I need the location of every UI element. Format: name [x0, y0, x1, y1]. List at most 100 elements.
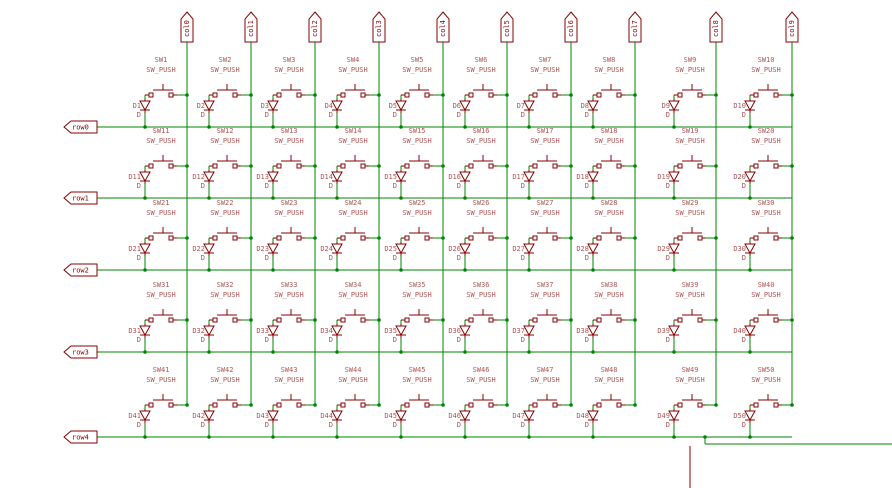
switch-SW33[interactable] [273, 309, 305, 323]
diode-D1[interactable] [139, 99, 151, 113]
diode-D9[interactable] [668, 99, 680, 113]
col-label-text[interactable]: col5 [503, 20, 511, 37]
diode-ref[interactable]: D11 [128, 173, 141, 181]
switch-value[interactable]: SW_PUSH [594, 376, 624, 384]
diode-value[interactable]: D [742, 111, 746, 119]
switch-SW23[interactable] [273, 227, 305, 241]
diode-D16[interactable] [459, 170, 471, 184]
diode-D10[interactable] [744, 99, 756, 113]
diode-D17[interactable] [523, 170, 535, 184]
switch-value[interactable]: SW_PUSH [466, 137, 496, 145]
diode-D4[interactable] [331, 99, 343, 113]
diode-ref[interactable]: D7 [517, 102, 525, 110]
diode-value[interactable]: D [393, 111, 397, 119]
diode-value[interactable]: D [265, 254, 269, 262]
switch-SW45[interactable] [401, 394, 433, 408]
hier-label-col0[interactable]: col0 [180, 11, 194, 43]
switch-value[interactable]: SW_PUSH [338, 209, 368, 217]
switch-SW25[interactable] [401, 227, 433, 241]
switch-SW16[interactable] [465, 155, 497, 169]
switch-ref[interactable]: SW10 [758, 56, 775, 64]
switch-value[interactable]: SW_PUSH [530, 291, 560, 299]
switch-ref[interactable]: SW27 [537, 199, 554, 207]
diode-value[interactable]: D [585, 336, 589, 344]
switch-ref[interactable]: SW44 [345, 366, 362, 374]
diode-D40[interactable] [744, 324, 756, 338]
diode-ref[interactable]: D6 [453, 102, 461, 110]
diode-D33[interactable] [267, 324, 279, 338]
switch-value[interactable]: SW_PUSH [675, 376, 705, 384]
diode-value[interactable]: D [393, 254, 397, 262]
diode-value[interactable]: D [137, 254, 141, 262]
switch-value[interactable]: SW_PUSH [594, 209, 624, 217]
diode-ref[interactable]: D48 [576, 412, 589, 420]
switch-value[interactable]: SW_PUSH [530, 209, 560, 217]
diode-D12[interactable] [203, 170, 215, 184]
diode-ref[interactable]: D22 [192, 245, 205, 253]
diode-D20[interactable] [744, 170, 756, 184]
diode-ref[interactable]: D37 [512, 327, 525, 335]
diode-D24[interactable] [331, 242, 343, 256]
switch-value[interactable]: SW_PUSH [210, 376, 240, 384]
col-label-text[interactable]: col6 [567, 20, 575, 37]
diode-D3[interactable] [267, 99, 279, 113]
diode-ref[interactable]: D16 [448, 173, 461, 181]
diode-ref[interactable]: D4 [325, 102, 333, 110]
diode-ref[interactable]: D21 [128, 245, 141, 253]
switch-value[interactable]: SW_PUSH [274, 137, 304, 145]
diode-ref[interactable]: D26 [448, 245, 461, 253]
hier-label-col2[interactable]: col2 [308, 11, 322, 43]
switch-ref[interactable]: SW42 [217, 366, 234, 374]
switch-SW44[interactable] [337, 394, 369, 408]
diode-value[interactable]: D [666, 336, 670, 344]
diode-D43[interactable] [267, 409, 279, 423]
diode-ref[interactable]: D12 [192, 173, 205, 181]
switch-ref[interactable]: SW47 [537, 366, 554, 374]
switch-ref[interactable]: SW9 [684, 56, 697, 64]
diode-ref[interactable]: D15 [384, 173, 397, 181]
switch-SW29[interactable] [674, 227, 706, 241]
diode-D11[interactable] [139, 170, 151, 184]
diode-D36[interactable] [459, 324, 471, 338]
diode-value[interactable]: D [137, 421, 141, 429]
diode-value[interactable]: D [521, 182, 525, 190]
diode-ref[interactable]: D5 [389, 102, 397, 110]
diode-D48[interactable] [587, 409, 599, 423]
switch-value[interactable]: SW_PUSH [751, 66, 781, 74]
diode-value[interactable]: D [742, 336, 746, 344]
switch-SW20[interactable] [750, 155, 782, 169]
diode-D2[interactable] [203, 99, 215, 113]
diode-value[interactable]: D [585, 421, 589, 429]
switch-ref[interactable]: SW12 [217, 127, 234, 135]
switch-ref[interactable]: SW23 [281, 199, 298, 207]
switch-ref[interactable]: SW4 [347, 56, 360, 64]
switch-ref[interactable]: SW41 [153, 366, 170, 374]
col-label-text[interactable]: col9 [788, 20, 796, 37]
col-label-text[interactable]: col7 [631, 20, 639, 37]
diode-ref[interactable]: D44 [320, 412, 333, 420]
switch-value[interactable]: SW_PUSH [594, 137, 624, 145]
switch-ref[interactable]: SW36 [473, 281, 490, 289]
hier-label-row2[interactable]: row2 [63, 263, 98, 277]
diode-D41[interactable] [139, 409, 151, 423]
diode-ref[interactable]: D32 [192, 327, 205, 335]
switch-ref[interactable]: SW13 [281, 127, 298, 135]
diode-value[interactable]: D [521, 254, 525, 262]
switch-SW46[interactable] [465, 394, 497, 408]
switch-value[interactable]: SW_PUSH [146, 66, 176, 74]
diode-D6[interactable] [459, 99, 471, 113]
switch-SW39[interactable] [674, 309, 706, 323]
row-label-text[interactable]: row4 [72, 434, 89, 442]
diode-ref[interactable]: D36 [448, 327, 461, 335]
diode-value[interactable]: D [265, 421, 269, 429]
switch-ref[interactable]: SW14 [345, 127, 362, 135]
switch-value[interactable]: SW_PUSH [751, 209, 781, 217]
switch-ref[interactable]: SW7 [539, 56, 552, 64]
col-label-text[interactable]: col2 [311, 20, 319, 37]
switch-ref[interactable]: SW39 [682, 281, 699, 289]
switch-SW9[interactable] [674, 84, 706, 98]
switch-SW36[interactable] [465, 309, 497, 323]
diode-ref[interactable]: D24 [320, 245, 333, 253]
diode-D30[interactable] [744, 242, 756, 256]
diode-value[interactable]: D [329, 254, 333, 262]
